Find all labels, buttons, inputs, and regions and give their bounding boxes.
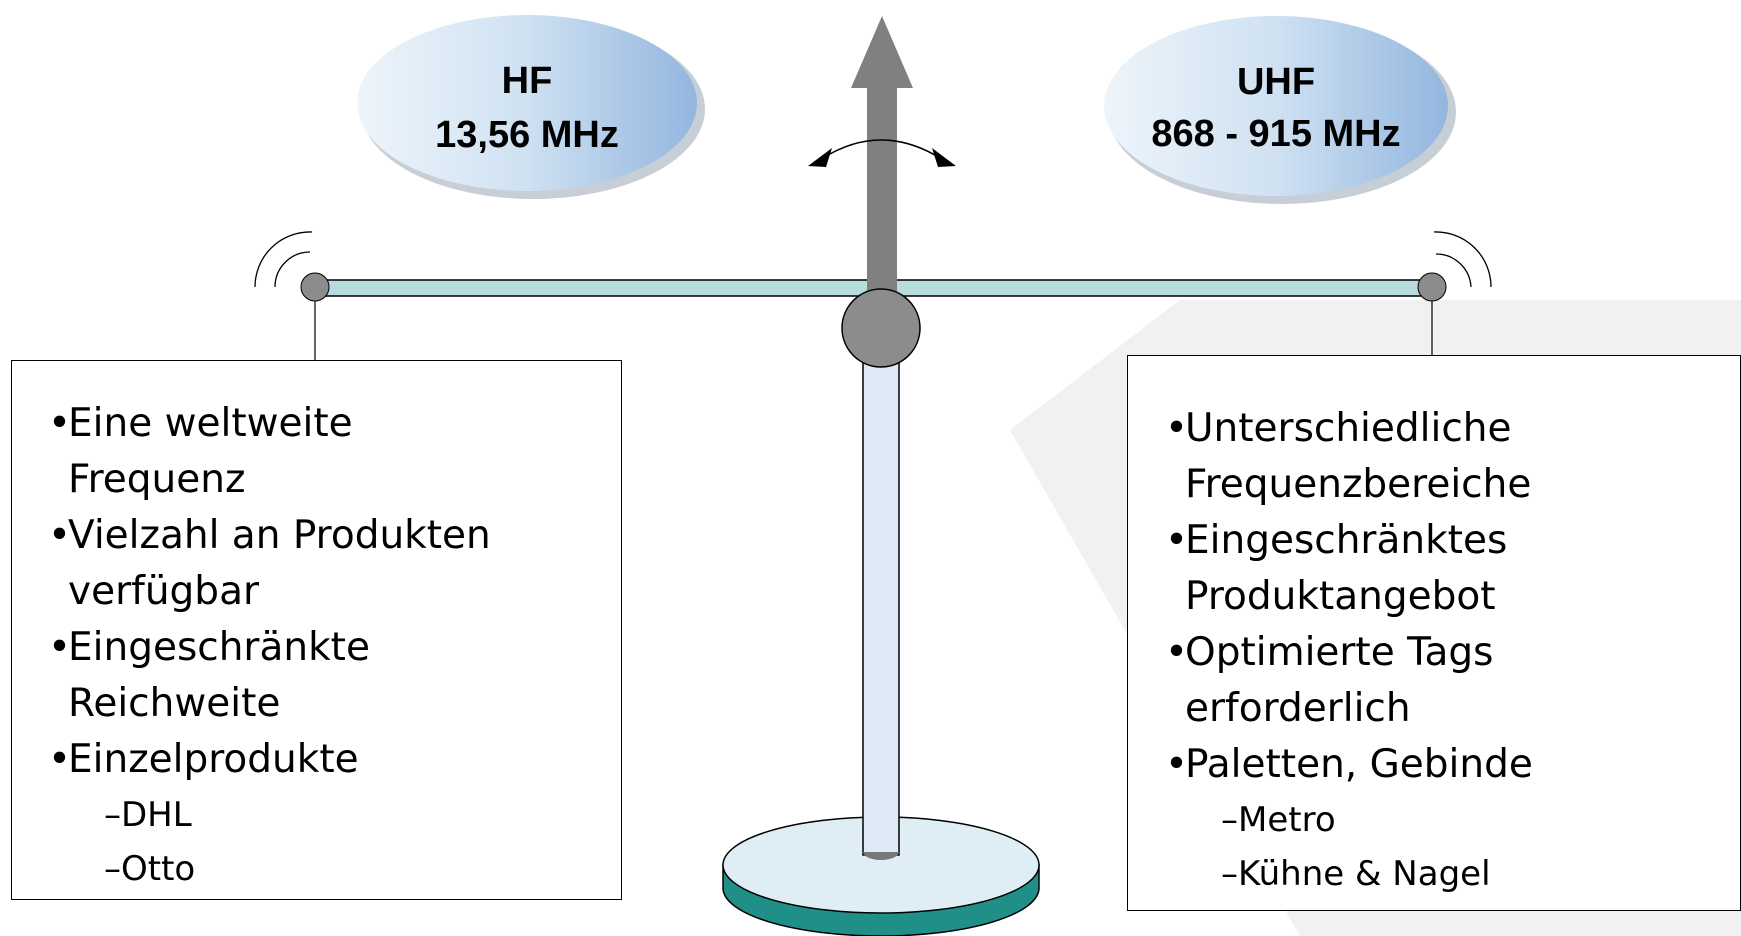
hf-properties-box: •Eine weltweite Frequenz •Vielzahl an Pr… (11, 360, 622, 900)
bullet-icon: • (48, 513, 72, 558)
hf-example-dhl: –DHL (104, 795, 192, 835)
hf-frequency-ellipse: HF 13,56 MHz (357, 15, 705, 199)
hf-properties-list: •Eine weltweite Frequenz •Vielzahl an Pr… (48, 396, 491, 896)
uhf-properties-box: •Unterschiedliche Frequenzbereiche •Eing… (1127, 355, 1741, 911)
scale-pivot (841, 288, 921, 368)
hf-item-worldwide-frequency: •Eine weltweite Frequenz (48, 396, 491, 508)
uhf-item-different-frequency-ranges: •Unterschiedliche Frequenzbereiche (1165, 401, 1533, 513)
uhf-frequency-ellipse: UHF 868 - 915 MHz (1104, 16, 1456, 204)
scale-pointer-arrow (851, 16, 913, 306)
hf-item-limited-range: •Eingeschränkte Reichweite (48, 620, 491, 732)
hf-label: HF (502, 60, 553, 102)
uhf-example-kuehne-nagel: –Kühne & Nagel (1221, 854, 1491, 894)
bullet-icon: • (1165, 518, 1189, 563)
uhf-item-pallets-containers: •Paletten, Gebinde (1165, 737, 1533, 793)
scale-base (722, 816, 1040, 936)
hf-item-single-products: •Einzelprodukte (48, 732, 491, 788)
uhf-properties-list: •Unterschiedliche Frequenzbereiche •Eing… (1165, 401, 1533, 901)
bullet-icon: • (1165, 742, 1189, 787)
hf-example-otto: –Otto (104, 849, 196, 889)
hf-item-many-products: •Vielzahl an Produkten verfügbar (48, 508, 491, 620)
uhf-item-limited-product-offer: •Eingeschränktes Produktangebot (1165, 513, 1533, 625)
uhf-example-metro: –Metro (1221, 800, 1336, 840)
bullet-icon: • (1165, 406, 1189, 451)
bullet-icon: • (48, 401, 72, 446)
uhf-item-optimized-tags: •Optimierte Tags erforderlich (1165, 625, 1533, 737)
bullet-icon: • (1165, 630, 1189, 675)
bullet-icon: • (48, 625, 72, 670)
uhf-label: UHF (1237, 61, 1315, 103)
hf-frequency-value: 13,56 MHz (435, 114, 619, 156)
right-radio-wave-icon (1433, 231, 1492, 288)
left-radio-wave-icon (254, 231, 313, 288)
bullet-icon: • (48, 737, 72, 782)
swing-arrows-icon (808, 139, 956, 167)
uhf-frequency-value: 868 - 915 MHz (1151, 113, 1400, 155)
scale-pole (862, 339, 900, 860)
